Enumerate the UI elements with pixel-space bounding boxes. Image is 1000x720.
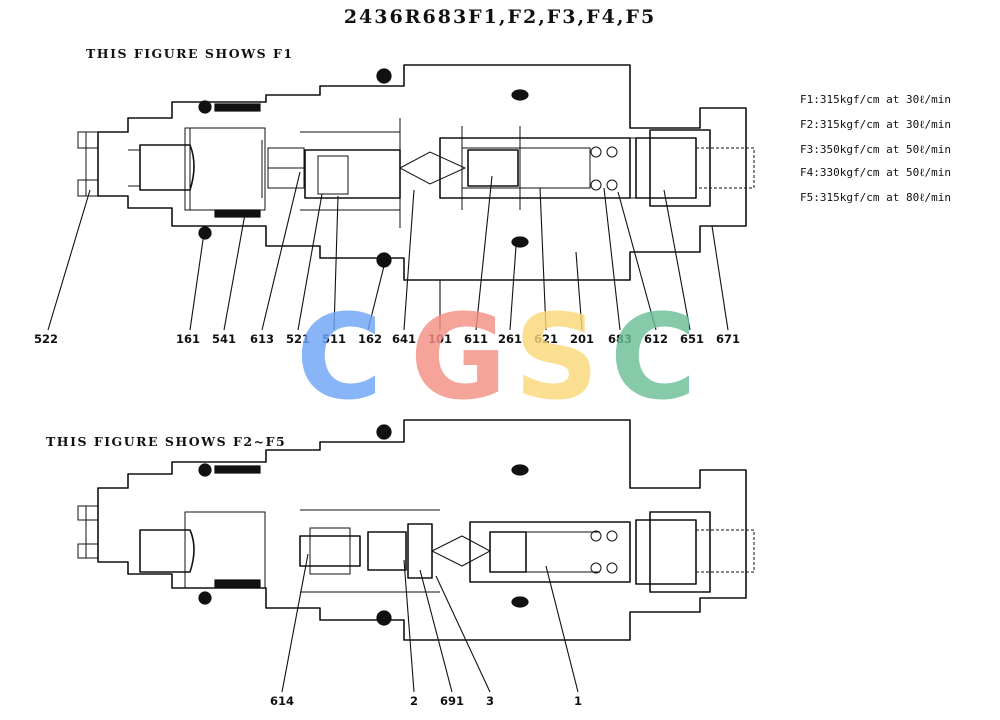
figure2-leaders bbox=[281, 553, 579, 693]
part-label: 1 bbox=[573, 694, 583, 708]
spec-f4: F4:330kgf/cm at 50ℓ/min bbox=[800, 166, 951, 179]
part-label: 521 bbox=[285, 332, 311, 346]
part-label: 201 bbox=[569, 332, 595, 346]
part-label: 261 bbox=[497, 332, 523, 346]
part-label: 161 bbox=[175, 332, 201, 346]
part-label: 3 bbox=[485, 694, 495, 708]
spec-f3: F3:350kgf/cm at 50ℓ/min bbox=[800, 143, 951, 156]
part-label: 511 bbox=[321, 332, 347, 346]
part-label: 162 bbox=[357, 332, 383, 346]
part-label: 671 bbox=[715, 332, 741, 346]
spec-f1: F1:315kgf/cm at 30ℓ/min bbox=[800, 93, 951, 106]
part-label: 641 bbox=[391, 332, 417, 346]
part-label: 611 bbox=[463, 332, 489, 346]
drawing-title: 2436R683F1,F2,F3,F4,F5 bbox=[343, 6, 657, 28]
watermark-letter: S bbox=[514, 288, 599, 426]
part-label: 101 bbox=[427, 332, 453, 346]
part-label: 651 bbox=[679, 332, 705, 346]
part-label: 612 bbox=[643, 332, 669, 346]
figure2-drawing bbox=[77, 419, 755, 641]
figure2-caption: THIS FIGURE SHOWS F2~F5 bbox=[46, 434, 287, 449]
part-label: 683 bbox=[607, 332, 633, 346]
watermark-letter: C bbox=[296, 288, 383, 426]
part-label: 522 bbox=[33, 332, 59, 346]
watermark-letter: G bbox=[410, 288, 507, 426]
part-label: 2 bbox=[409, 694, 419, 708]
spec-f5: F5:315kgf/cm at 80ℓ/min bbox=[800, 191, 951, 204]
part-label: 541 bbox=[211, 332, 237, 346]
figure1-drawing bbox=[77, 64, 755, 281]
part-label: 614 bbox=[269, 694, 295, 708]
spec-f2: F2:315kgf/cm at 30ℓ/min bbox=[800, 118, 951, 131]
part-label: 691 bbox=[439, 694, 465, 708]
part-label: 621 bbox=[533, 332, 559, 346]
watermark-letter: C bbox=[610, 288, 697, 426]
part-label: 613 bbox=[249, 332, 275, 346]
figure1-caption: THIS FIGURE SHOWS F1 bbox=[86, 46, 294, 61]
figure1-leaders bbox=[47, 171, 729, 331]
